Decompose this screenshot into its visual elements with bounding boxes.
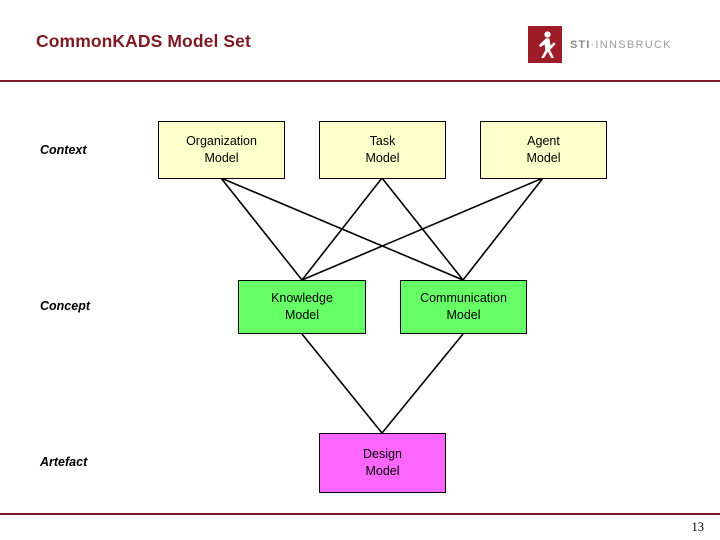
node-label-line2: Model bbox=[284, 308, 320, 322]
logo-wordmark-light: INNSBRUCK bbox=[595, 39, 672, 51]
logo-wordmark-bold: STI bbox=[570, 39, 591, 51]
page-title: CommonKADS Model Set bbox=[36, 31, 251, 51]
footer-divider bbox=[0, 513, 720, 515]
sti-innsbruck-logo: STI·INNSBRUCK bbox=[528, 26, 674, 66]
edge-communication-design bbox=[381, 333, 464, 434]
node-label-line2: Model bbox=[446, 308, 481, 322]
row-label-context: Context bbox=[40, 143, 87, 157]
page-number: 13 bbox=[691, 520, 705, 534]
node-communication-model[interactable]: Communication Model bbox=[400, 280, 527, 334]
node-label-line1: Communication bbox=[420, 291, 507, 305]
node-label-line1: Agent bbox=[527, 134, 560, 148]
node-label-line1: Design bbox=[363, 447, 402, 461]
node-label-line1: Knowledge bbox=[271, 291, 333, 305]
node-design-model[interactable]: Design Model bbox=[319, 433, 446, 493]
edge-agent-communication bbox=[462, 177, 544, 281]
node-label-line1: Task bbox=[369, 134, 396, 148]
node-task-model[interactable]: Task Model bbox=[319, 121, 446, 179]
node-label-line2: Model bbox=[204, 151, 239, 165]
node-label-line2: Model bbox=[365, 151, 400, 165]
logo-wordmark: STI·INNSBRUCK bbox=[570, 39, 672, 51]
node-organization-model[interactable]: Organization Model bbox=[158, 121, 285, 179]
edge-agent-knowledge bbox=[301, 177, 544, 281]
node-agent-model[interactable]: Agent Model bbox=[480, 121, 607, 179]
row-label-artefact: Artefact bbox=[40, 455, 88, 469]
edge-knowledge-design bbox=[301, 333, 383, 434]
logo-wordmark-separator: · bbox=[590, 39, 596, 51]
node-label-line1: Organization bbox=[186, 134, 257, 148]
row-label-concept: Concept bbox=[40, 299, 90, 313]
node-label-line2: Model bbox=[526, 151, 561, 165]
node-knowledge-model[interactable]: Knowledge Model bbox=[238, 280, 366, 334]
edge-organization-knowledge bbox=[220, 177, 303, 281]
edge-task-knowledge bbox=[301, 177, 383, 281]
node-label-line2: Model bbox=[365, 464, 400, 478]
sti-runner-figure-icon bbox=[528, 26, 562, 63]
header-divider bbox=[0, 80, 720, 82]
